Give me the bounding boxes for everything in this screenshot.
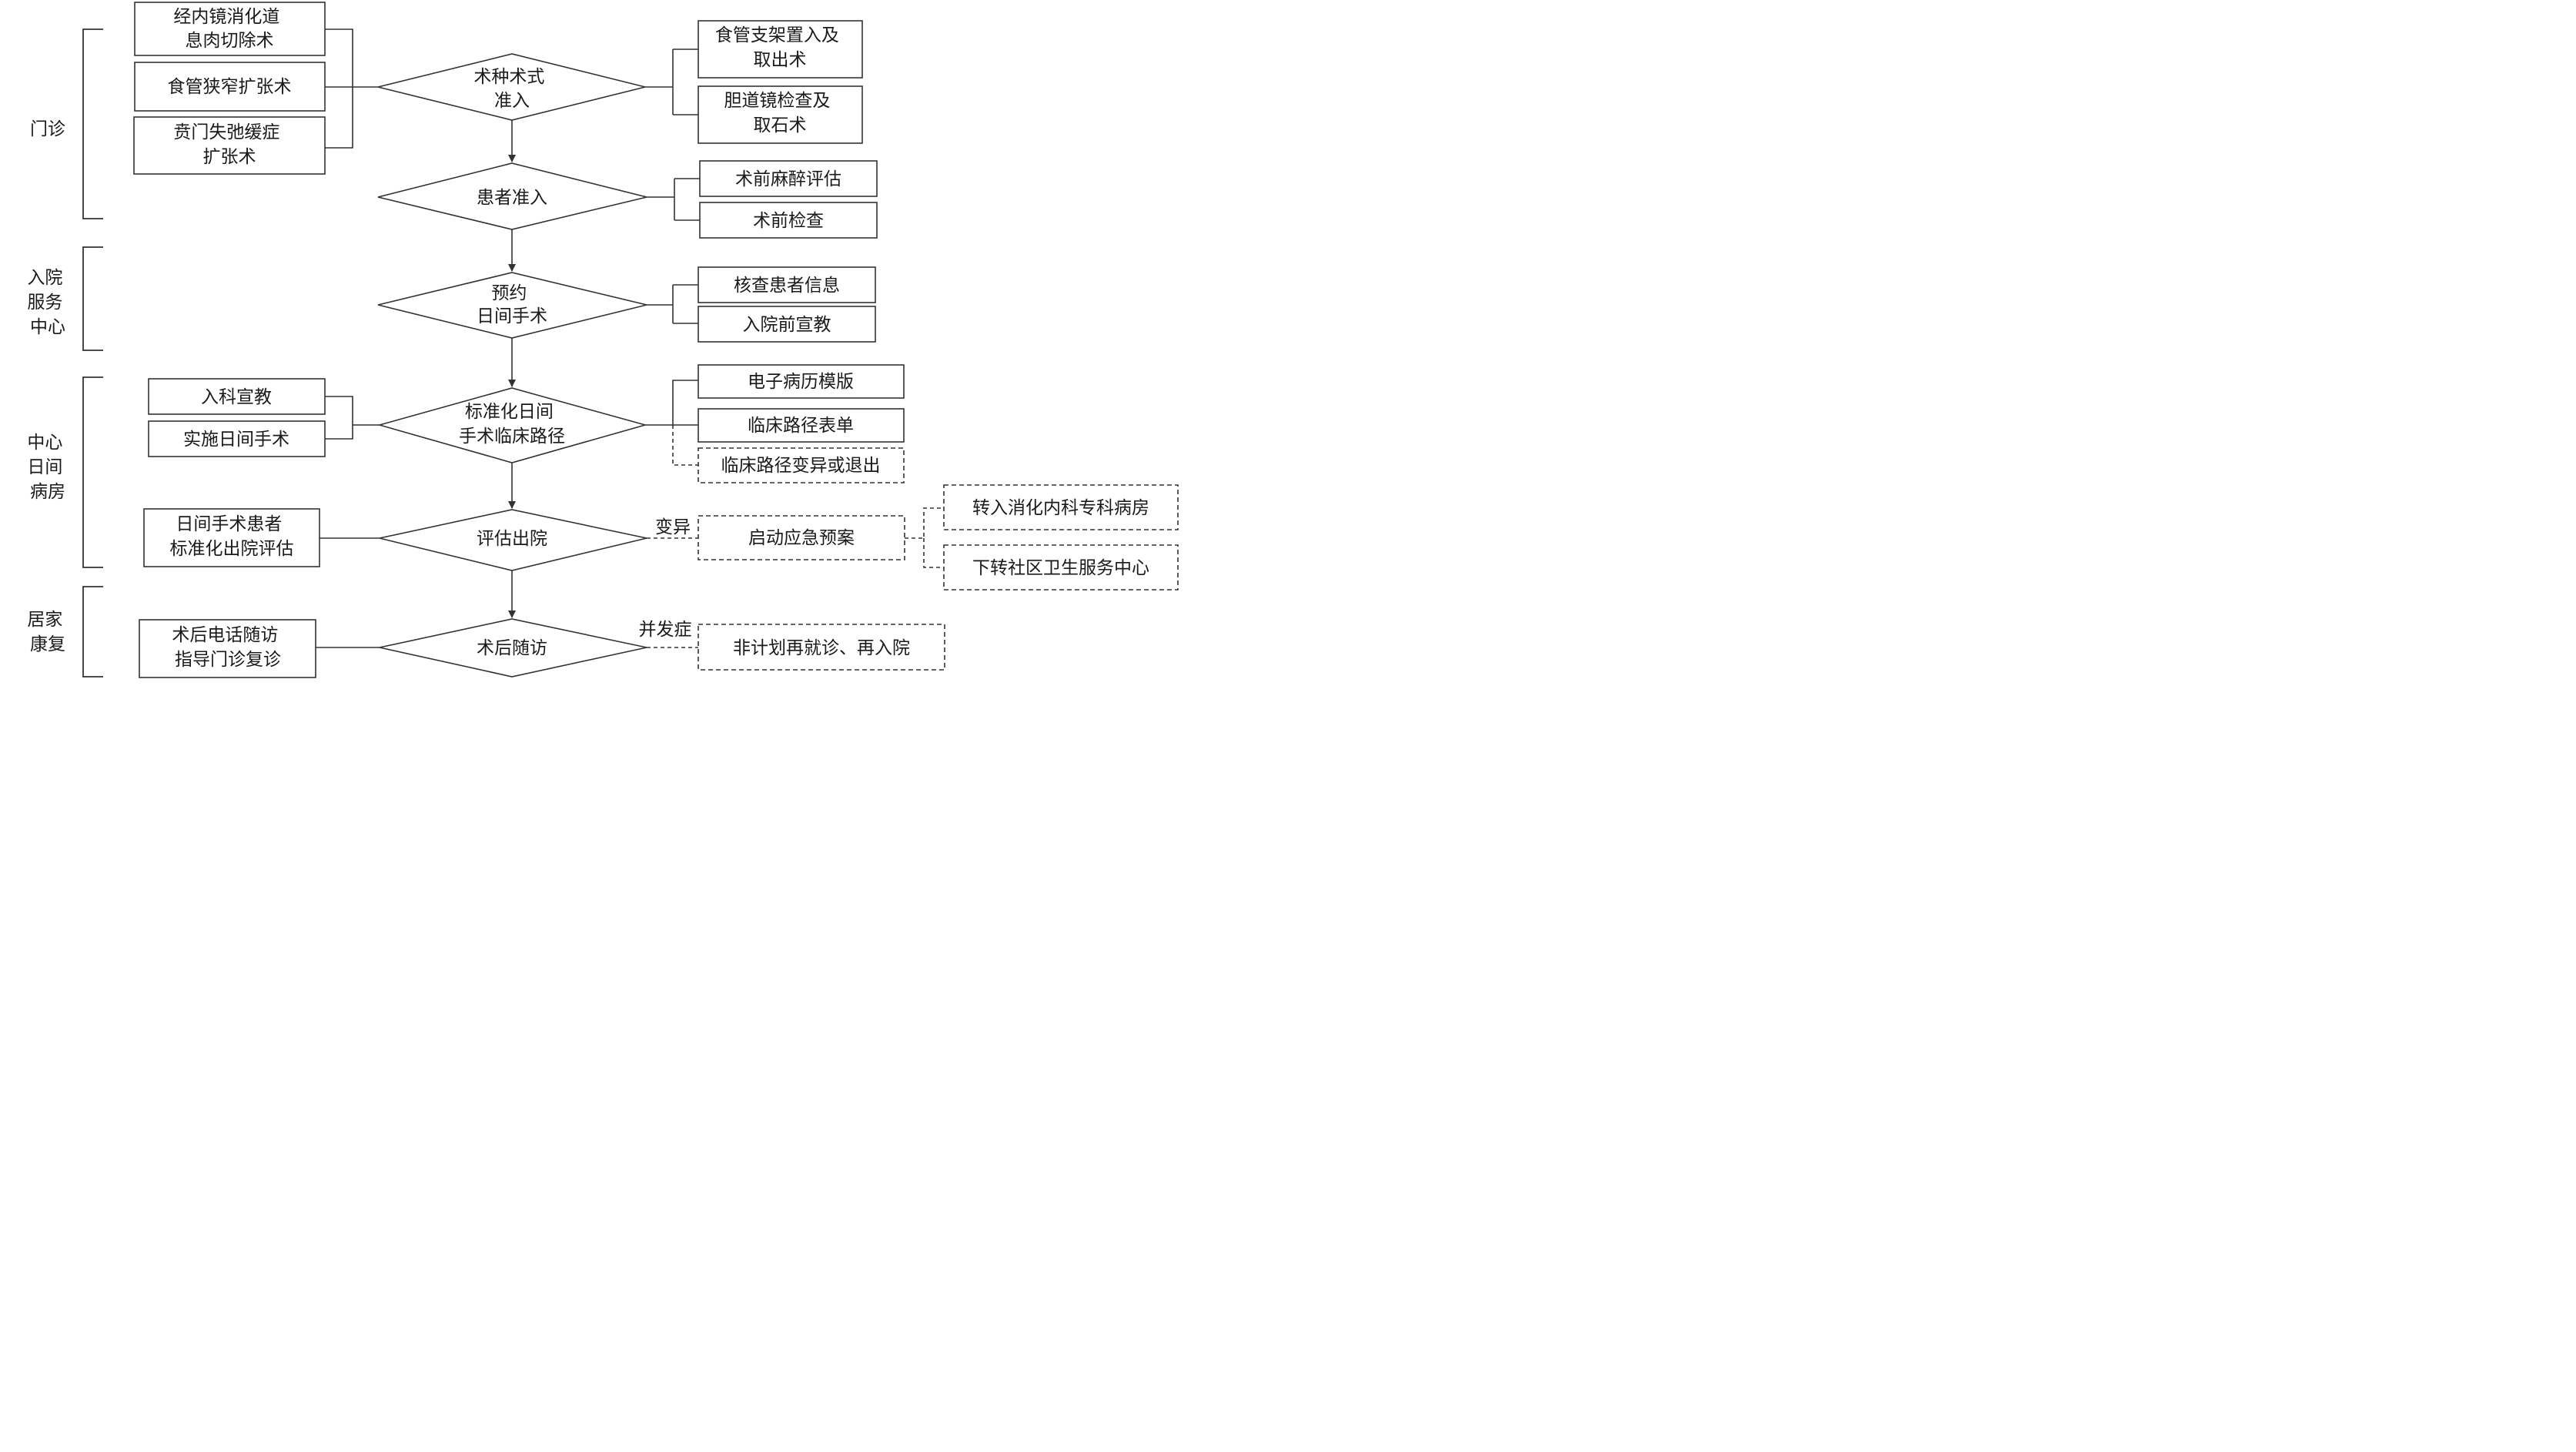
- box-ward-education: [148, 378, 326, 415]
- box-polypectomy: [134, 2, 326, 56]
- box-achalasia-dilation-label: 贲门失弛缓症 扩张术: [173, 122, 285, 167]
- box-esophageal-dilation: [134, 62, 326, 112]
- decision-followup-label: 术后随访: [477, 638, 547, 658]
- box-preop-exam: [699, 202, 878, 239]
- box-community-center-label: 下转社区卫生服务中心: [972, 558, 1149, 578]
- connector-emergency-branches: [905, 507, 944, 568]
- box-verify-patient-info: [698, 266, 876, 303]
- day-surgery-flowchart: 门诊 入院 服务 中心 中心 日间 病房 居家 康复 术种术式 准入 患者准入 …: [27, 2, 1179, 678]
- box-transfer-gi-ward: [943, 484, 1179, 530]
- box-emergency-plan-label: 启动应急预案: [748, 528, 855, 548]
- decision-patient-admission: [377, 162, 647, 230]
- box-pre-admission-education-label: 入院前宣教: [743, 315, 831, 335]
- box-transfer-gi-ward-label: 转入消化内科专科病房: [972, 498, 1149, 518]
- connector-right-patient: [647, 178, 700, 221]
- connector-left-procedure: [325, 28, 378, 149]
- box-pathway-variation-exit: [698, 447, 905, 483]
- box-perform-surgery: [148, 420, 326, 457]
- connector-left-pathway: [325, 396, 380, 440]
- box-anesthesia-assessment: [699, 160, 878, 197]
- decision-standard-pathway: [377, 387, 647, 463]
- stage-label-outpatient: 门诊: [30, 119, 65, 139]
- box-perform-surgery-label: 实施日间手术: [183, 430, 289, 450]
- box-community-center: [943, 544, 1179, 591]
- decision-procedure-admission-label: 术种术式 准入: [473, 67, 550, 111]
- box-pre-admission-education: [698, 306, 876, 343]
- decision-standard-pathway-label: 标准化日间 手术临床路径: [459, 402, 565, 447]
- box-achalasia-dilation: [133, 116, 326, 175]
- stage-bracket-ward: [82, 376, 103, 568]
- box-discharge-evaluation-label: 日间手术患者 标准化出院评估: [170, 514, 294, 559]
- box-preop-exam-label: 术前检查: [753, 211, 824, 231]
- box-unplanned-readmission-label: 非计划再就诊、再入院: [733, 638, 910, 658]
- stage-label-admission: 入院 服务 中心: [27, 268, 68, 337]
- stage-bracket-outpatient: [82, 28, 103, 219]
- stage-bracket-home: [82, 586, 103, 677]
- connector-right-procedure: [645, 49, 698, 115]
- decision-discharge-label: 评估出院: [477, 529, 547, 549]
- box-emr-template-label: 电子病历模版: [748, 372, 854, 392]
- box-emr-template: [698, 364, 905, 399]
- box-pathway-variation-exit-label: 临床路径变异或退出: [721, 456, 881, 476]
- decision-followup: [379, 618, 647, 677]
- edge-label-complication: 并发症: [639, 620, 692, 640]
- stage-label-home: 居家 康复: [27, 610, 68, 654]
- connector-right-booking: [647, 284, 698, 324]
- decision-patient-admission-label: 患者准入: [477, 188, 547, 208]
- decision-booking-label: 预约 日间手术: [477, 283, 547, 326]
- box-polypectomy-label: 经内镜消化道 息肉切除术: [173, 7, 285, 51]
- stage-label-ward: 中心 日间 病房: [27, 433, 68, 502]
- box-pathway-form: [698, 408, 905, 443]
- decision-booking: [377, 272, 647, 339]
- box-phone-followup-label: 术后电话随访 指导门诊复诊: [172, 625, 283, 670]
- edge-label-variation: 变异: [655, 517, 691, 537]
- box-verify-patient-info-label: 核查患者信息: [734, 276, 840, 296]
- box-pathway-form-label: 临床路径表单: [748, 416, 854, 436]
- connector-right-pathway-dashed: [672, 425, 698, 466]
- box-phone-followup: [139, 619, 316, 678]
- decision-discharge: [379, 509, 647, 571]
- decision-procedure-admission: [377, 53, 646, 121]
- connector-right-pathway: [645, 380, 698, 426]
- box-anesthesia-assessment-label: 术前麻醉评估: [735, 169, 841, 189]
- box-esophageal-stent-label: 食管支架置入及 取出术: [715, 25, 845, 70]
- box-emergency-plan: [698, 515, 905, 560]
- box-discharge-evaluation: [143, 508, 320, 567]
- stage-bracket-admission: [82, 246, 103, 351]
- box-ward-education-label: 入科宣教: [201, 387, 272, 407]
- box-esophageal-stent: [698, 20, 863, 79]
- box-choledochoscopy-label: 胆道镜检查及 取石术: [724, 91, 835, 135]
- box-esophageal-dilation-label: 食管狭窄扩张术: [168, 77, 292, 97]
- box-unplanned-readmission: [698, 624, 945, 671]
- box-choledochoscopy: [698, 85, 863, 144]
